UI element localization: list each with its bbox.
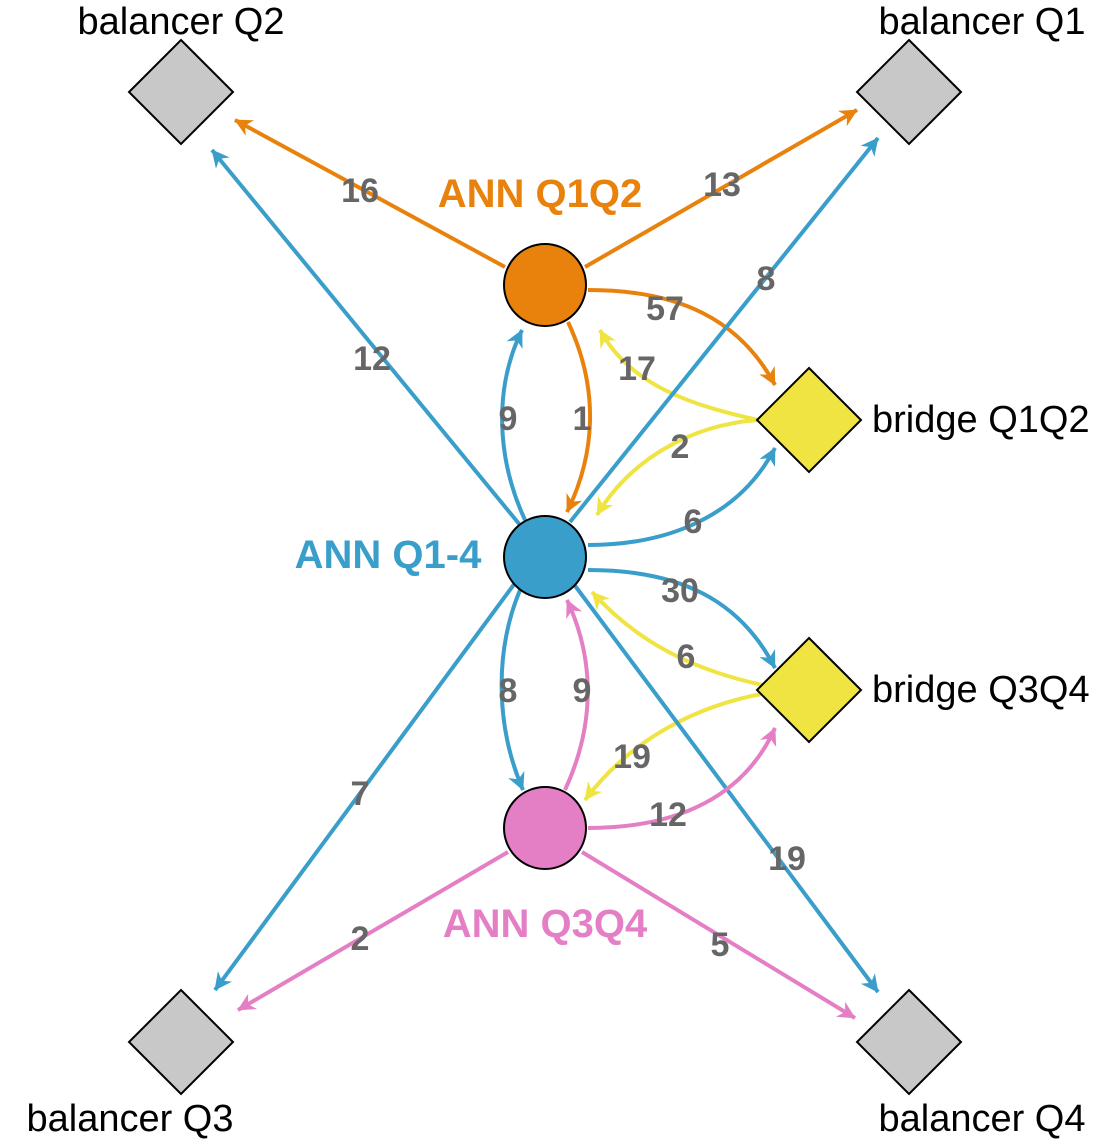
bridge-q1q2-node [755, 366, 863, 474]
balancer-q2-label: balancer Q2 [77, 1, 284, 43]
ann-q1-4-node [503, 515, 587, 599]
ann-q1q2-node [503, 243, 587, 327]
edge-ann-q3q4-to-ann-q1-4 [563, 599, 590, 791]
node-labels: balancer Q2 balancer Q1 balancer Q3 bala… [26, 1, 1089, 1140]
edge-ann-q1-4-to-ann-q3q4 [499, 589, 525, 791]
edge-ann-q1-4-to-ann-q1q2 [500, 329, 527, 521]
edge-label-2-pink: 2 [351, 920, 370, 958]
edge-bridge-q1q2-to-ann-q1-4 [595, 418, 759, 517]
edge-label-17: 17 [618, 350, 656, 388]
edge-ann-q1-4-to-balancer-q1 [568, 136, 880, 524]
edges [210, 108, 880, 1020]
edge-label-19-blue: 19 [768, 840, 806, 878]
edge-ann-q1q2-to-ann-q1-4 [565, 321, 593, 513]
edge-label-7: 7 [351, 775, 370, 813]
edge-label-13: 13 [703, 166, 741, 204]
edge-label-6-yellow: 6 [677, 638, 696, 676]
edge-label-57: 57 [646, 290, 684, 328]
balancer-q3-node [127, 988, 235, 1096]
edge-ann-q1q2-to-bridge-q1q2 [587, 288, 777, 386]
edge-label-9-bottom: 9 [573, 672, 592, 710]
edge-ann-q3q4-to-balancer-q3 [236, 850, 510, 1012]
nodes [127, 38, 963, 1096]
ann-q1q2-label: ANN Q1Q2 [438, 172, 643, 216]
edge-ann-q3q4-to-bridge-q3q4 [587, 727, 777, 830]
edge-bridge-q1q2-to-ann-q1q2 [598, 329, 759, 422]
edge-label-5: 5 [711, 926, 730, 964]
balancer-q1-label: balancer Q1 [878, 1, 1085, 43]
edge-ann-q1-4-to-balancer-q2 [210, 148, 522, 527]
edge-label-16: 16 [341, 172, 379, 210]
balancer-q3-label: balancer Q3 [26, 1098, 233, 1140]
bridge-q3q4-node [755, 636, 863, 744]
edge-ann-q1q2-to-balancer-q1 [584, 108, 858, 269]
edge-ann-q1-4-to-balancer-q4 [571, 581, 880, 994]
edge-bridge-q3q4-to-ann-q1-4 [590, 590, 789, 692]
edge-label-1: 1 [573, 400, 592, 438]
ann-q3q4-label: ANN Q3Q4 [443, 902, 648, 946]
edge-labels: 16 13 57 1 9 12 8 6 30 8 7 19 17 2 6 19 … [341, 166, 806, 964]
edge-label-12-bottom: 12 [649, 796, 687, 834]
balancer-q1-node [855, 38, 963, 146]
balancer-q4-node [855, 988, 963, 1096]
edge-ann-q1-4-to-balancer-q3 [213, 581, 517, 992]
edge-label-12-top: 12 [353, 340, 391, 378]
ann-q3q4-node [503, 786, 587, 870]
bridge-q3q4-label: bridge Q3Q4 [872, 669, 1090, 711]
edge-label-8-top: 8 [757, 260, 776, 298]
edge-ann-q1q2-to-balancer-q2 [234, 118, 506, 269]
edge-label-30: 30 [661, 572, 699, 610]
bridge-q1q2-label: bridge Q1Q2 [872, 399, 1090, 441]
edge-ann-q1-4-to-bridge-q1q2 [587, 447, 777, 547]
edge-label-19-yellow: 19 [613, 738, 651, 776]
edge-label-6-blue: 6 [684, 503, 703, 541]
balancer-q4-label: balancer Q4 [878, 1098, 1085, 1140]
edge-label-9-top: 9 [499, 400, 518, 438]
edge-label-2-yellow: 2 [671, 428, 690, 466]
edge-bridge-q3q4-to-ann-q3q4 [583, 688, 789, 802]
edge-label-8-bottom: 8 [499, 672, 518, 710]
ann-q1-4-label: ANN Q1-4 [295, 533, 482, 577]
edge-ann-q3q4-to-balancer-q4 [580, 850, 857, 1020]
edge-ann-q1-4-to-bridge-q3q4 [587, 568, 777, 669]
balancer-q2-node [127, 38, 235, 146]
